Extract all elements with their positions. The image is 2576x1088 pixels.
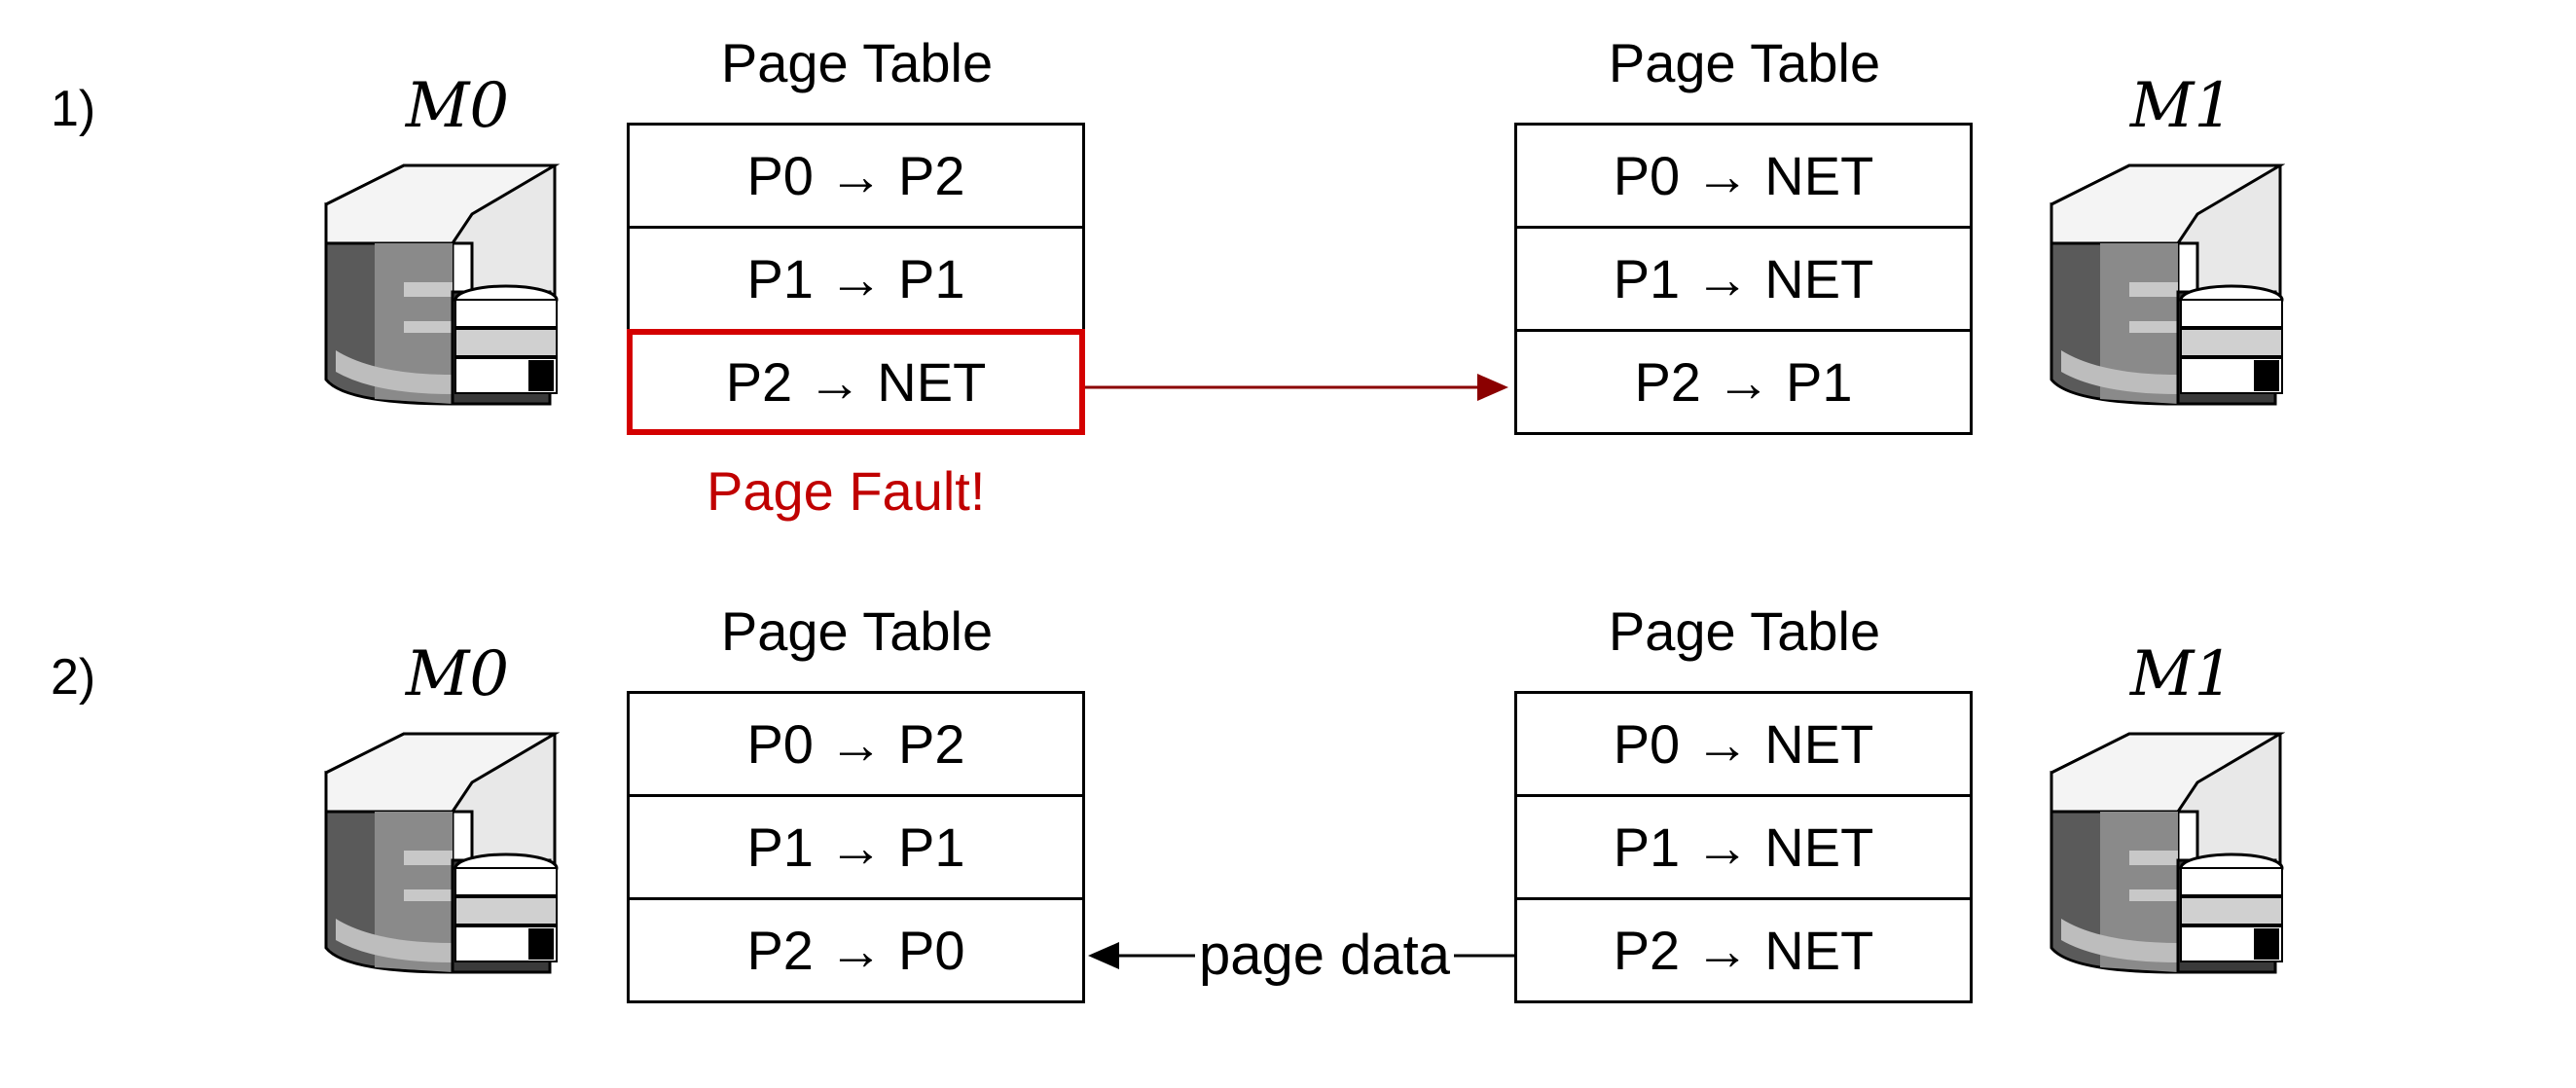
- server-icon: [324, 732, 560, 974]
- machine-label-m0: M0: [405, 70, 510, 142]
- page-table-row: P0 → P2: [627, 691, 1085, 797]
- machine-label-m1: M1: [2129, 70, 2234, 142]
- page-table-row: P1 → NET: [1514, 226, 1973, 332]
- page-table-m1: P0 → NET P1 → NET P2 → NET: [1514, 691, 1973, 1003]
- page-table-row: P2 → P1: [1514, 329, 1973, 435]
- server-icon: [324, 163, 560, 406]
- page-table-row: P2 → NET: [1514, 897, 1973, 1003]
- page-table-m0: P0 → P2 P1 → P1 P2 → P0: [627, 691, 1085, 1003]
- step-number: 2): [51, 649, 96, 706]
- page-table-title: Page Table: [720, 32, 994, 93]
- page-table-m1: P0 → NET P1 → NET P2 → P1: [1514, 123, 1973, 435]
- page-table-row: P2 → P0: [627, 897, 1085, 1003]
- server-icon: [2050, 732, 2285, 974]
- page-table-row-fault: P2 → NET: [627, 329, 1085, 435]
- page-table-title: Page Table: [1608, 600, 1881, 662]
- step-number: 1): [51, 81, 96, 137]
- fault-request-arrow: [1084, 374, 1508, 401]
- page-fault-label: Page Fault!: [707, 460, 986, 522]
- page-data-label: page data: [1195, 923, 1455, 988]
- machine-label-m1: M1: [2129, 638, 2234, 710]
- page-table-title: Page Table: [1608, 32, 1881, 93]
- page-table-title: Page Table: [720, 600, 994, 662]
- machine-label-m0: M0: [405, 638, 510, 710]
- page-table-row: P1 → NET: [1514, 794, 1973, 900]
- page-table-m0: P0 → P2 P1 → P1 P2 → NET: [627, 123, 1085, 435]
- page-table-row: P0 → P2: [627, 123, 1085, 229]
- server-icon: [2050, 163, 2285, 406]
